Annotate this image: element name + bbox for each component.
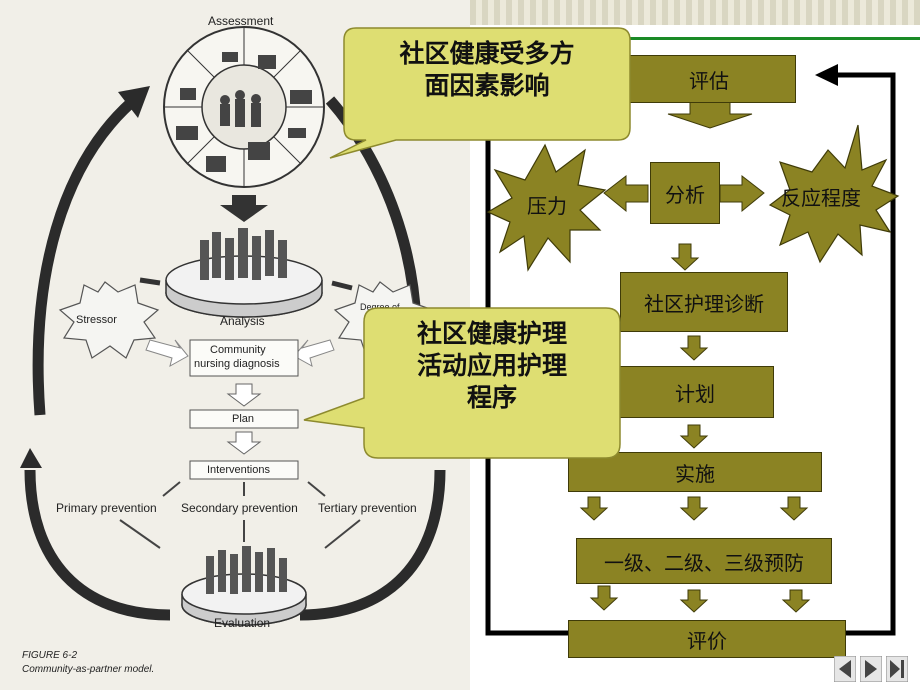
diagnosis-label-2: nursing diagnosis: [194, 358, 280, 370]
figure-caption-number: FIGURE 6-2: [22, 650, 78, 661]
pressure-star: [486, 143, 607, 272]
flow-assess-box: 评估: [622, 55, 796, 103]
flow-implement-box: 实施: [568, 452, 822, 492]
flow-prevention-box: 一级、二级、三级预防: [576, 538, 832, 584]
return-arrowhead: [815, 64, 838, 86]
left-loop-arrow: [32, 90, 144, 416]
left-double-arrow: [603, 174, 649, 213]
previous-slide-icon[interactable]: [834, 656, 856, 682]
degree-label: Degree of: [360, 302, 400, 312]
flow-pressure-label: 压力: [527, 194, 567, 218]
diagnosis-label-1: Community: [210, 344, 266, 356]
diagnosis-box: [189, 339, 299, 377]
plan-box: [189, 409, 299, 429]
flow-diagnosis-box: 社区护理诊断: [620, 272, 788, 332]
header-stripes: [470, 0, 920, 25]
bottom-right-arrow: [299, 469, 446, 621]
down-arrow-1: [220, 195, 268, 222]
assessment-wheel: [163, 26, 325, 188]
stressor-star: [58, 281, 160, 359]
mid-callout-line-2: 活动应用护理: [416, 351, 567, 380]
stressor-label: Stressor: [76, 314, 117, 326]
analysis-pie: [165, 228, 323, 318]
evaluation-label: Evaluation: [214, 616, 271, 630]
interventions-label: Interventions: [207, 464, 270, 476]
last-slide-icon[interactable]: [886, 656, 908, 682]
reaction-star: [768, 124, 900, 264]
bottom-left-arrow: [24, 469, 171, 621]
analysis-label: Analysis: [220, 314, 265, 328]
mid-callout-line-3: 程序: [466, 383, 517, 412]
assessment-label: Assessment: [208, 14, 274, 28]
evaluation-pie: [181, 546, 307, 626]
left-loop-arrowhead: [118, 86, 150, 118]
plan-label: Plan: [232, 413, 255, 425]
secondary-prevention-label: Secondary prevention: [181, 501, 298, 515]
mid-callout-line-1: 社区健康护理: [416, 319, 567, 348]
primary-prevention-label: Primary prevention: [56, 501, 157, 515]
right-double-arrow: [719, 174, 765, 213]
top-callout-line-1: 社区健康受多方: [399, 39, 575, 68]
flow-evaluate-box: 评价: [568, 620, 846, 658]
left-return-line: [485, 140, 568, 636]
mid-callout-text: 社区健康护理 活动应用护理 程序: [372, 318, 612, 414]
top-callout-text: 社区健康受多方 面因素影响: [356, 38, 618, 102]
top-callout-bubble: [329, 27, 631, 159]
right-return-line: [830, 72, 896, 636]
mid-callout-bubble: [303, 307, 621, 459]
flow-reaction-label: 反应程度: [781, 186, 861, 210]
header-accent-line: [618, 37, 920, 40]
top-callout-line-2: 面因素影响: [424, 71, 550, 100]
next-slide-icon[interactable]: [860, 656, 882, 682]
interventions-box: [189, 460, 299, 480]
figure-caption-title: Community-as-partner model.: [22, 664, 155, 675]
tertiary-prevention-label: Tertiary prevention: [318, 501, 417, 515]
flow-analysis-box: 分析: [650, 162, 720, 224]
